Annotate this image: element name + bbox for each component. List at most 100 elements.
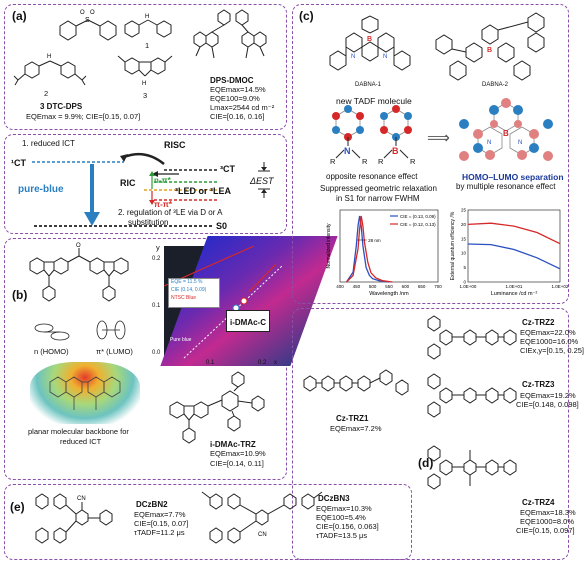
molecule-cz-trz3 <box>427 373 517 418</box>
reduced-ict-label: 1. reduced ICT <box>22 139 75 148</box>
molecule-3-number: 3 <box>143 91 148 100</box>
dczbn3-cn: CN <box>258 532 267 538</box>
spectrum-series-line-1 <box>346 215 393 283</box>
new-tadf-label: new TADF molecule <box>336 96 412 106</box>
eqe-x-axis-label: Luminance /cd m⁻² <box>491 291 538 297</box>
cz-trz2-eqe-max: EQEmax=22.0% <box>520 328 576 337</box>
resonance-r-left-1: R <box>330 157 336 166</box>
molecule-cz-trz4 <box>427 445 517 490</box>
panel-d-label: (d) <box>418 456 434 470</box>
eqe-x-tick-1: 1.0E+01 <box>506 284 523 289</box>
multiple-resonance-label: by multiple resonance effect <box>456 182 556 191</box>
cie-region-label: Pure blue <box>170 337 192 343</box>
panel-b-label: (b) <box>12 288 28 302</box>
resonance-structure-n <box>332 105 364 159</box>
molecule-cz-trz2 <box>427 315 517 360</box>
dps-dmoc-name: DPS-DMOC <box>210 76 254 85</box>
homo-orbital-shape <box>34 323 70 341</box>
npi-label: n-π* <box>154 176 171 185</box>
i-dmac-c-label-box: i-DMAc-C <box>226 310 270 332</box>
molecule-sulfone: S O O <box>59 10 117 41</box>
spectrum-y-axis-label: Normalized intensity <box>326 223 332 269</box>
resonance-n-atom: N <box>344 146 351 156</box>
eqe-y-tick-10: 10 <box>461 251 467 256</box>
cie-legend: EQE = 11.5 % CIE (0.14, 0.09) NTSC Blue <box>168 278 220 308</box>
svg-text:B: B <box>503 129 509 138</box>
dczbn2-cie: CIE=[0.15, 0.07] <box>134 519 189 528</box>
cie-y-axis-label: y <box>156 243 160 252</box>
molecule-acridine-ketone: O <box>29 243 129 302</box>
spectrum-legend-label-1: CIE = (0.12, 0.13) <box>400 222 436 227</box>
dczbn2-eqe: EQEmax=7.7% <box>134 510 186 519</box>
resonance-b-atom: B <box>392 146 399 156</box>
svg-text:O: O <box>76 243 81 249</box>
i-dmac-trz-name: i-DMAc-TRZ <box>210 440 256 449</box>
molecular-orbital-rendering <box>30 362 140 424</box>
eqe-y-tick-25: 25 <box>461 208 467 213</box>
molecule-i-dmac-trz <box>169 371 265 444</box>
pure-blue-label: pure-blue <box>18 184 64 195</box>
resonance-r-left-2: R <box>378 157 384 166</box>
le-label: ³LED or ³LEA <box>175 186 231 196</box>
molecule-cz-trz1 <box>303 369 409 396</box>
eqe-y-tick-5: 5 <box>463 265 466 270</box>
spectrum-x-tick-600: 600 <box>402 284 410 289</box>
pipi-label: π-π* <box>154 200 173 209</box>
resonance-r-right-1: R <box>362 157 368 166</box>
dabna-1-label: DABNA-1 <box>355 82 382 88</box>
spectrum-x-tick-700: 700 <box>434 284 442 289</box>
opposite-resonance-label: opposite resonance effect <box>326 172 418 181</box>
cie-x-axis-label: x <box>274 360 277 366</box>
cz-trz3-eqe: EQEmax=19.2% <box>520 391 576 400</box>
svg-text:N: N <box>351 54 355 60</box>
suppressed-relaxation-line2: in S1 for narrow FWHM <box>336 194 420 203</box>
eqe-x-tick-2: 1.0E+02 <box>552 284 569 289</box>
cie-legend-eqe: EQE = 11.5 % <box>171 279 203 285</box>
spectrum-fwhm-label: 28 nm <box>368 238 381 243</box>
svg-text:S: S <box>85 17 90 24</box>
dps-dmoc-eqe-max: EQEmax=14.5% <box>210 85 266 94</box>
dtc-dps-name: 3 DTC-DPS <box>40 102 83 111</box>
regulation-label: 2. regulation of ³LE via D or A <box>118 208 223 217</box>
backbone-skeleton <box>49 376 121 410</box>
resonance-structure-b <box>380 105 412 159</box>
cie-legend-cie: CIE (0.14, 0.09) <box>171 287 207 293</box>
cie-legend-ntsc: NTSC Blue <box>171 295 197 301</box>
dczbn2-cn: CN <box>77 496 86 502</box>
homo-lumo-molecule: B N N <box>459 98 553 161</box>
eqe-series-line-1 <box>467 243 561 270</box>
dczbn2-tau: τTADF=11.2 μs <box>134 528 185 537</box>
svg-text:B: B <box>367 36 372 43</box>
molecule-dabna-1: B N N <box>329 15 411 71</box>
cie-x-tick-0.1: 0.1 <box>206 360 215 366</box>
svg-text:O: O <box>80 10 85 16</box>
ct3-label: ³CT <box>220 164 235 174</box>
cie-y-tick-0.2: 0.2 <box>152 256 161 262</box>
eqe-y-tick-0: 0 <box>463 280 466 285</box>
dczbn3-eqe-max: EQEmax=10.3% <box>316 504 372 513</box>
svg-text:H: H <box>47 54 51 60</box>
cz-trz2-eqe-1000: EQE1000=16.0% <box>520 337 579 346</box>
spectrum-plot-frame <box>339 209 439 283</box>
suppressed-relaxation-line1: Suppressed geometric relaxation <box>320 184 437 193</box>
panel-a <box>4 4 287 130</box>
panel-a-label: (a) <box>12 9 27 23</box>
cie-y-tick-0.1: 0.1 <box>152 303 161 309</box>
resonance-r-right-2: R <box>410 157 416 166</box>
s0-label: S0 <box>216 221 228 231</box>
cz-trz2-name: Cz-TRZ2 <box>522 318 555 327</box>
svg-text:H: H <box>142 81 146 87</box>
dczbn3-name: DCzBN3 <box>318 494 350 503</box>
cz-trz4-eqe-1000: EQE1000=8.0% <box>520 517 574 526</box>
molecule-dps-dmoc <box>193 9 267 59</box>
molecule-1-number: 1 <box>145 41 150 50</box>
spectrum-x-tick-400: 400 <box>336 284 344 289</box>
eqe-y-tick-20: 20 <box>461 222 467 227</box>
spectrum-legend-label-0: CIE = (0.13, 0.09) <box>400 214 436 219</box>
i-dmac-c-label: i-DMAc-C <box>230 318 266 327</box>
spectrum-x-tick-650: 650 <box>418 284 426 289</box>
molecule-2-di-tbu-diphenylamine: H <box>13 54 87 86</box>
molecule-dabna-2: B <box>435 12 545 81</box>
